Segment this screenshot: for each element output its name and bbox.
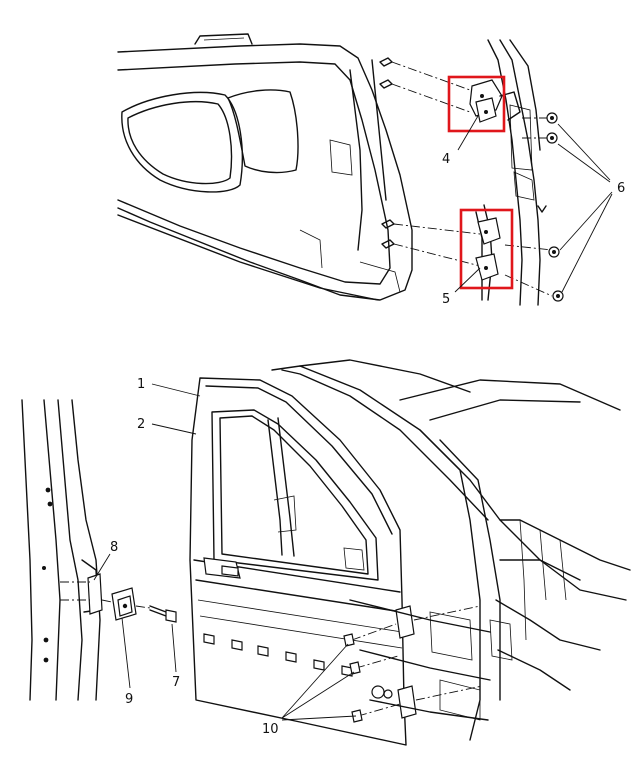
top-callout-lines (454, 115, 613, 293)
label-2: 2 (137, 417, 145, 432)
label-5: 5 (442, 292, 450, 307)
top-body-pillar (475, 39, 547, 306)
part-number-labels: 4 5 6 1 2 8 9 7 10 (110, 152, 625, 737)
label-9: 9 (125, 692, 133, 707)
label-10: 10 (262, 722, 279, 737)
lower-hinge (475, 217, 501, 281)
lower-hinge-highlight-box (459, 208, 514, 290)
top-hinge-studs (379, 57, 395, 249)
label-6: 6 (617, 181, 625, 196)
b-pillar-panel (21, 399, 101, 701)
label-7: 7 (172, 675, 180, 690)
label-1: 1 (137, 377, 145, 392)
hinge-bolts (343, 605, 483, 723)
door-hinges-bottom (395, 605, 417, 719)
top-door-inner-panel (117, 33, 413, 301)
upper-hinge (469, 79, 521, 123)
label-4: 4 (442, 152, 450, 167)
label-8: 8 (110, 540, 118, 555)
hinge-nuts (546, 112, 564, 302)
front-door (189, 377, 417, 746)
striker-assembly (60, 573, 177, 623)
vehicle-body-a-pillar (271, 359, 631, 741)
bottom-callout-lines (93, 383, 357, 721)
upper-hinge-highlight-box (447, 75, 506, 133)
door-bottom-clips (203, 633, 393, 699)
